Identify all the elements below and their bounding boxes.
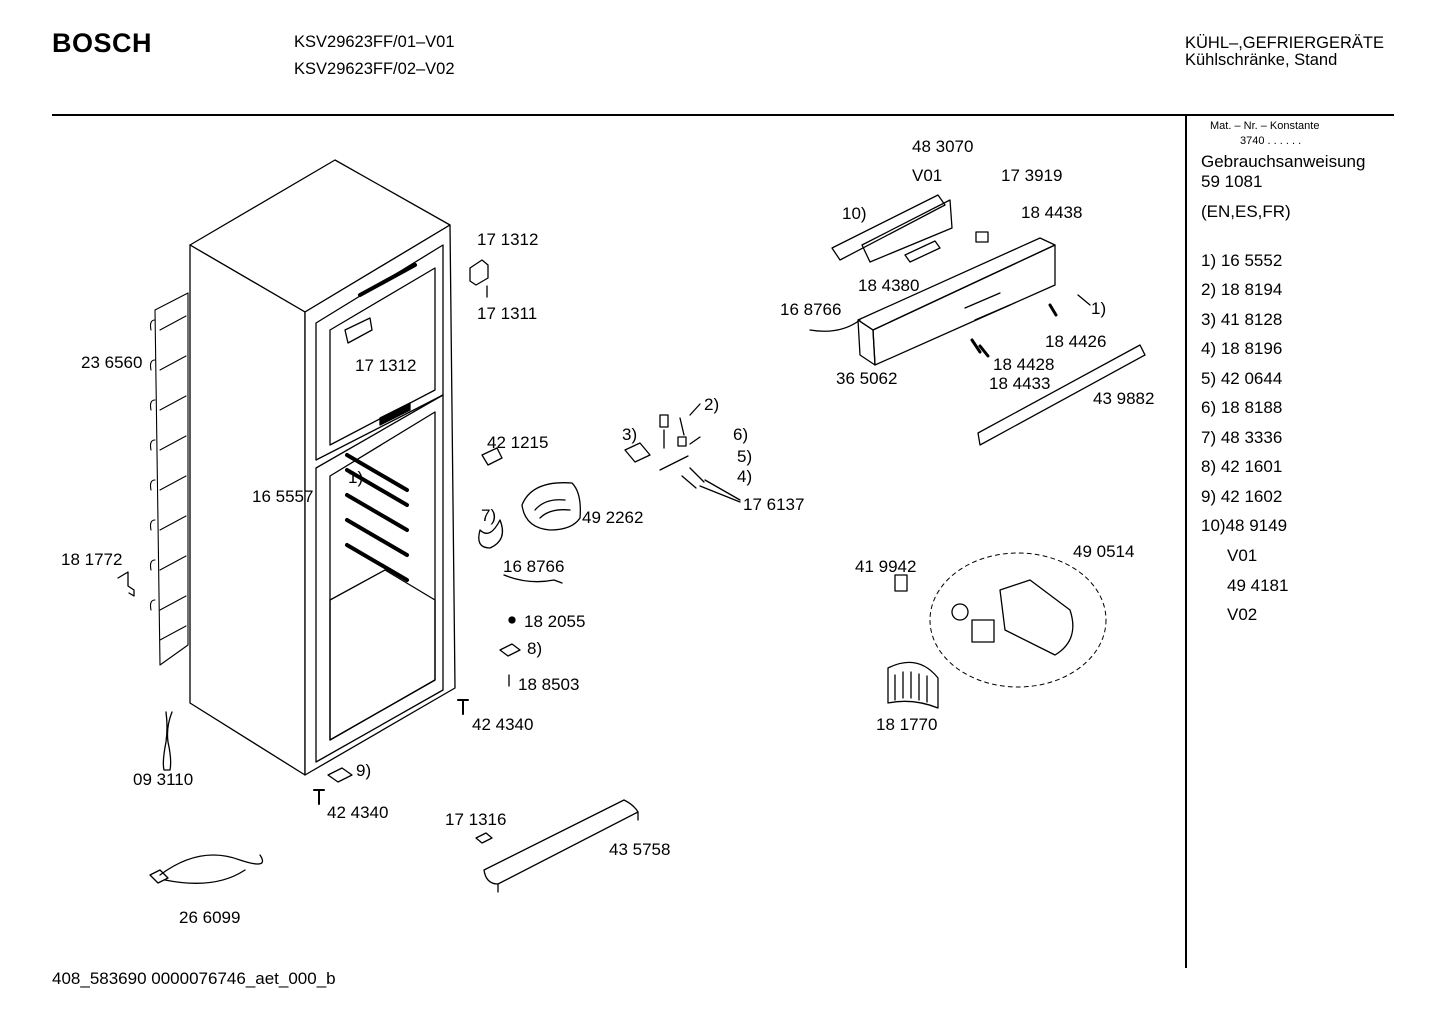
part-label: 17 1312 (355, 356, 417, 375)
part-label: 26 6099 (179, 908, 241, 927)
variant-part: 49 4181 (1227, 576, 1289, 595)
part-label: 7) (481, 506, 497, 525)
sidebar-divider (1185, 114, 1187, 968)
part-list-item: 7) 48 3336 (1201, 428, 1283, 447)
part-list-item: 6) 18 8188 (1201, 398, 1283, 417)
part-list-item: 1) 16 5552 (1201, 251, 1283, 270)
part-label: 10) (842, 204, 867, 223)
part-label: 2) (704, 395, 720, 414)
hinge-cover (327, 767, 353, 783)
brand-logo: BOSCH (52, 28, 153, 58)
part-list-item: 5) 42 0644 (1201, 369, 1283, 388)
manual-label: Gebrauchsanweisung (1201, 152, 1366, 171)
switch-part (894, 574, 908, 592)
part-label: 48 3070 (912, 137, 974, 156)
part-list-item: 9) 42 1602 (1201, 487, 1283, 506)
part-label: 42 4340 (327, 803, 389, 822)
part-label: 18 1772 (61, 550, 123, 569)
leader-line (1077, 294, 1091, 306)
part-list-item: 2) 18 8194 (1201, 280, 1283, 299)
hinge-part (469, 259, 489, 286)
small-clip (475, 832, 493, 844)
fan-housing (478, 447, 581, 549)
part-label: 17 3919 (1001, 166, 1063, 185)
part-label: 43 9882 (1093, 389, 1155, 408)
part-label: 18 4426 (1045, 332, 1107, 351)
sensor-wire-a (503, 574, 563, 584)
capillary-part (162, 711, 173, 771)
part-label: V01 (912, 166, 943, 185)
part-label: 16 8766 (503, 557, 565, 576)
sensor-wire-b (809, 319, 861, 332)
category-title: KÜHL–,GEFRIERGERÄTE (1185, 34, 1384, 52)
constant-value: 3740 . . . . . . (1240, 135, 1302, 147)
part-label: 49 0514 (1073, 542, 1135, 561)
part-label: 49 2262 (582, 508, 644, 527)
crisper-handle (483, 799, 639, 893)
grille-part (887, 661, 939, 709)
part-label: 17 1312 (477, 230, 539, 249)
lamp-socket (971, 619, 995, 643)
variant-label: V02 (1227, 605, 1258, 624)
part-label: 43 5758 (609, 840, 671, 859)
footer-code: 408_583690 0000076746_aet_000_b (52, 969, 336, 988)
part-label: 18 2055 (524, 612, 586, 631)
manual-number: 59 1081 (1201, 172, 1263, 191)
screw-part-a (457, 699, 469, 715)
part-label: 18 4380 (858, 276, 920, 295)
part-list-item: 4) 18 8196 (1201, 339, 1283, 358)
part-label: 1) (1091, 299, 1107, 318)
variant-label: V01 (1227, 546, 1258, 565)
mat-number-label: Mat. – Nr. – Konstante (1210, 120, 1320, 132)
part-label: 42 4340 (472, 715, 534, 734)
part-label: 17 1311 (477, 304, 538, 323)
part-label: 42 1215 (487, 433, 549, 452)
part-label: 41 9942 (855, 557, 917, 576)
part-label: 8) (527, 639, 543, 658)
part-list-item: 8) 42 1601 (1201, 457, 1283, 476)
part-list-item: 3) 41 8128 (1201, 310, 1283, 329)
part-label: 36 5062 (836, 369, 898, 388)
part-label: 17 1316 (445, 810, 507, 829)
condenser-coil (149, 292, 189, 666)
category-subtitle: Kühlschränke, Stand (1185, 51, 1338, 69)
plug-dot (508, 616, 516, 624)
lamp-cover (999, 579, 1074, 656)
detail-circle (929, 552, 1107, 688)
manual-languages: (EN,ES,FR) (1201, 202, 1291, 221)
trim-strip (977, 344, 1146, 446)
part-label: 18 8503 (518, 675, 580, 694)
model-line-1: KSV29623FF/01–V01 (294, 33, 455, 51)
control-panel (831, 194, 1056, 366)
bracket-part (117, 571, 135, 597)
part-label: 18 4428 (993, 355, 1055, 374)
lamp-bulb (951, 603, 969, 621)
screw-part-b (313, 789, 325, 805)
part-label: 18 1770 (876, 715, 938, 734)
part-label: 3) (622, 425, 638, 444)
part-label: 6) (733, 425, 749, 444)
part-label: 16 8766 (780, 300, 842, 319)
part-list-item: 10)48 9149 (1201, 516, 1288, 535)
knob-parts (970, 303, 1058, 358)
part-label: 23 6560 (81, 353, 143, 372)
model-line-2: KSV29623FF/02–V02 (294, 60, 455, 78)
part-label: 16 5557 (252, 487, 314, 506)
power-cord (149, 854, 264, 884)
part-label: 17 6137 (743, 495, 805, 514)
damper-parts (624, 403, 741, 503)
part-label: 18 4438 (1021, 203, 1083, 222)
fridge-cabinet (189, 159, 456, 776)
part-label: 18 4433 (989, 374, 1051, 393)
part-label: 1) (348, 468, 364, 487)
part-label: 5) (737, 447, 753, 466)
part-label: 9) (356, 761, 372, 780)
part-label: 4) (737, 467, 753, 486)
cover-part (499, 643, 521, 657)
part-label: 09 3110 (133, 770, 194, 789)
header-divider (52, 114, 1394, 116)
